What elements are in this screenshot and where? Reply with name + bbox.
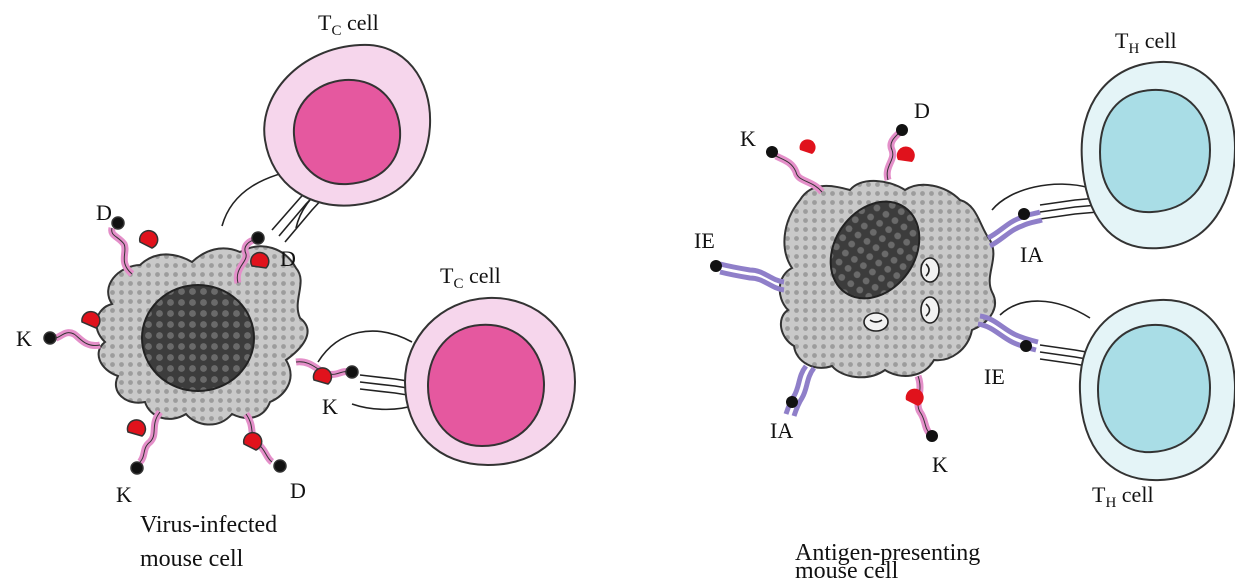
label-ie-lower: IE xyxy=(984,364,1005,389)
tc-cell-right-label: TC cell xyxy=(440,263,501,292)
tcr-connector-th-top xyxy=(992,184,1098,219)
label-ia-lower: IA xyxy=(770,418,793,443)
right-caption-line2: mouse cell xyxy=(795,558,899,580)
th-cell-top-label: TH cell xyxy=(1115,28,1177,57)
cell-nucleus xyxy=(142,285,254,391)
left-caption-line2: mouse cell xyxy=(140,546,244,572)
mhc-class1-k-lower xyxy=(906,376,938,442)
mhc-class2-ia-lower xyxy=(786,366,814,416)
th-cell-top xyxy=(1082,62,1235,248)
label-d-upper: D xyxy=(914,98,930,123)
tc-cell-top xyxy=(264,45,430,206)
label-ia-upper: IA xyxy=(1020,242,1043,267)
left-caption-line1: Virus-infected xyxy=(140,512,277,538)
label-d-bottom: D xyxy=(290,478,306,503)
mhc-class2-ie-left xyxy=(710,260,784,290)
label-k-bottom: K xyxy=(116,482,132,507)
label-k-left: K xyxy=(16,326,32,351)
mhc-class1-k-bottom xyxy=(127,412,160,474)
th-cell-bottom-label: TH cell xyxy=(1092,482,1154,511)
label-k-right: K xyxy=(322,394,338,419)
mhc-class1-k-left xyxy=(44,312,100,346)
label-ie-left: IE xyxy=(694,228,715,253)
label-k-upper: K xyxy=(740,126,756,151)
left-panel: TC cell TC cell D D K K K D Virus-infect… xyxy=(16,10,575,572)
mhc-class1-d-bottom xyxy=(244,414,286,472)
mhc-class1-k-right xyxy=(296,362,358,384)
mhc-class1-d-upper xyxy=(887,124,915,180)
tc-cell-right xyxy=(405,298,575,465)
antigen-presenting-cell xyxy=(780,181,995,377)
label-d-upper-left: D xyxy=(96,200,112,225)
right-panel: TH cell TH cell K D IE IA IE IA K Antige… xyxy=(694,28,1235,580)
tc-cell-top-label: TC cell xyxy=(318,10,379,39)
th-cell-bottom xyxy=(1080,300,1235,480)
label-d-upper-right: D xyxy=(280,246,296,271)
mhc-class2-ia-upper xyxy=(988,208,1042,246)
label-k-lower: K xyxy=(932,452,948,477)
mhc-class1-k-upper xyxy=(766,139,822,192)
